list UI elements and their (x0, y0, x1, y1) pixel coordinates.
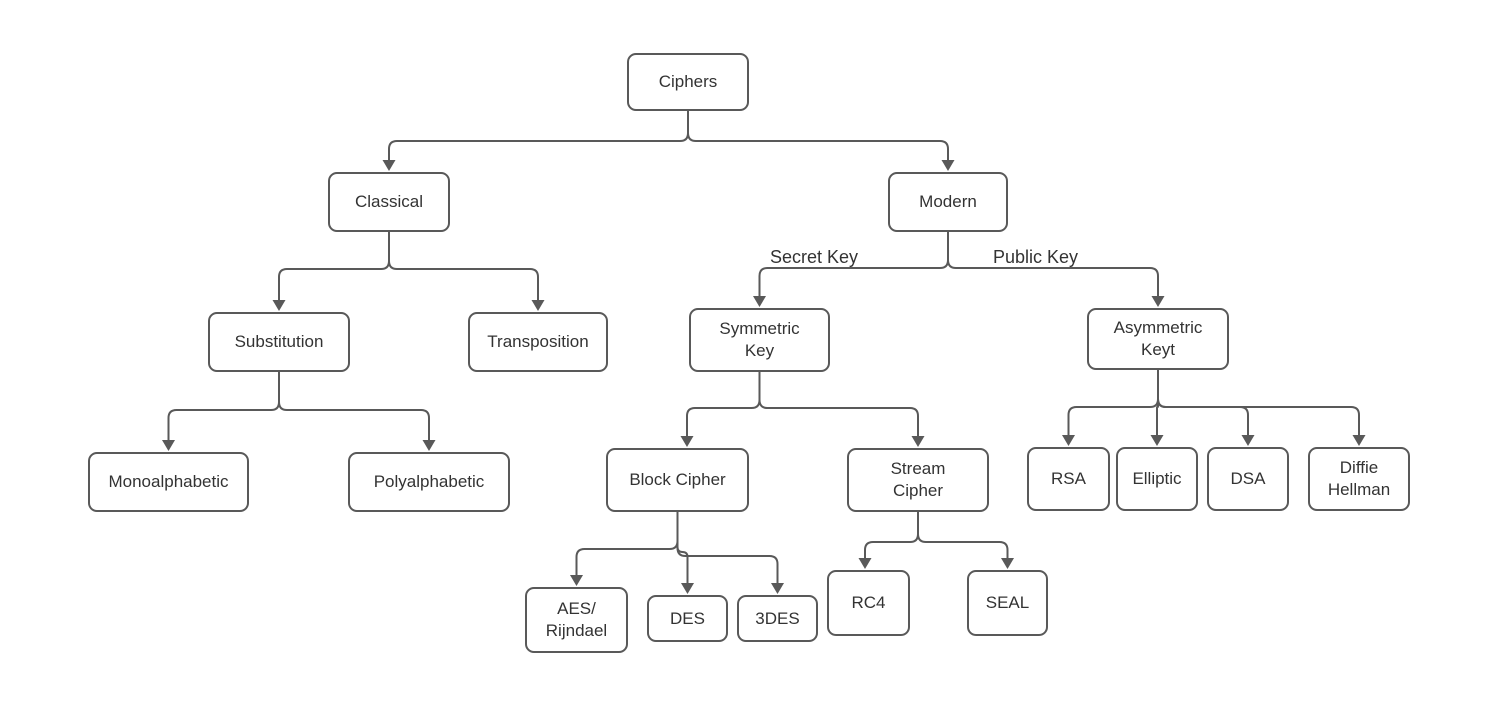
arrowhead-transposition (531, 300, 545, 311)
edge-label-public-key: Public Key (993, 247, 1079, 267)
edge-label-secret-key: Secret Key (770, 247, 859, 267)
connector-block-cipher-to-des (676, 511, 689, 586)
arrowhead-dsa (1241, 435, 1255, 446)
node-seal[interactable]: SEAL (967, 570, 1048, 636)
connector-classical-to-substitution (278, 231, 390, 303)
connector-asymmetric-keyt-to-dsa (1157, 369, 1249, 438)
arrowhead-monoalphabetic (162, 440, 175, 451)
connector-block-cipher-to-3des (676, 511, 779, 586)
node-monoalphabetic[interactable]: Monoalphabetic (88, 452, 249, 512)
connector-asymmetric-keyt-to-elliptic (1156, 369, 1159, 438)
node-polyalphabetic[interactable]: Polyalphabetic (348, 452, 510, 512)
arrowhead-classical (382, 160, 396, 171)
connector-classical-to-transposition (388, 231, 539, 303)
arrowhead-aes-rijndael (570, 575, 583, 586)
node-stream-cipher[interactable]: Stream Cipher (847, 448, 989, 512)
arrowhead-modern (941, 160, 955, 171)
arrowhead-substitution (272, 300, 286, 311)
node-symmetric-key[interactable]: Symmetric Key (689, 308, 830, 372)
arrowhead-seal (1001, 558, 1014, 569)
connector-ciphers-to-classical (388, 110, 689, 163)
node-dsa[interactable]: DSA (1207, 447, 1289, 511)
connector-substitution-to-monoalphabetic (167, 371, 280, 443)
node-block-cipher[interactable]: Block Cipher (606, 448, 749, 512)
connector-stream-cipher-to-seal (917, 511, 1009, 561)
arrowhead-des (681, 583, 694, 594)
node-classical[interactable]: Classical (328, 172, 450, 232)
node-elliptic[interactable]: Elliptic (1116, 447, 1198, 511)
arrowhead-diffie-hellman (1352, 435, 1366, 446)
node-3des[interactable]: 3DES (737, 595, 818, 642)
connector-ciphers-to-modern (687, 110, 949, 163)
node-transposition[interactable]: Transposition (468, 312, 608, 372)
node-diffie-hellman[interactable]: Diffie Hellman (1308, 447, 1410, 511)
node-ciphers[interactable]: Ciphers (627, 53, 749, 111)
connector-asymmetric-keyt-to-diffie-hellman (1157, 369, 1360, 438)
arrowhead-3des (771, 583, 784, 594)
arrowhead-rsa (1062, 435, 1075, 446)
arrowhead-elliptic (1150, 435, 1164, 446)
connector-stream-cipher-to-rc4 (864, 511, 919, 561)
node-modern[interactable]: Modern (888, 172, 1008, 232)
connector-symmetric-key-to-block-cipher (686, 371, 761, 439)
node-aes-rijndael[interactable]: AES/ Rijndael (525, 587, 628, 653)
arrowhead-polyalphabetic (422, 440, 436, 451)
connector-modern-to-asymmetric-keyt (947, 231, 1159, 299)
arrowhead-stream-cipher (911, 436, 925, 447)
node-rc4[interactable]: RC4 (827, 570, 910, 636)
node-des[interactable]: DES (647, 595, 728, 642)
node-asymmetric-keyt[interactable]: Asymmetric Keyt (1087, 308, 1229, 370)
connector-block-cipher-to-aes-rijndael (575, 511, 679, 578)
connector-asymmetric-keyt-to-rsa (1067, 369, 1159, 438)
node-substitution[interactable]: Substitution (208, 312, 350, 372)
arrowhead-rc4 (858, 558, 872, 569)
arrowhead-asymmetric-keyt (1151, 296, 1165, 307)
connector-substitution-to-polyalphabetic (278, 371, 430, 443)
arrowhead-symmetric-key (753, 296, 766, 307)
node-rsa[interactable]: RSA (1027, 447, 1110, 511)
arrowhead-block-cipher (680, 436, 694, 447)
connector-symmetric-key-to-stream-cipher (758, 371, 919, 439)
